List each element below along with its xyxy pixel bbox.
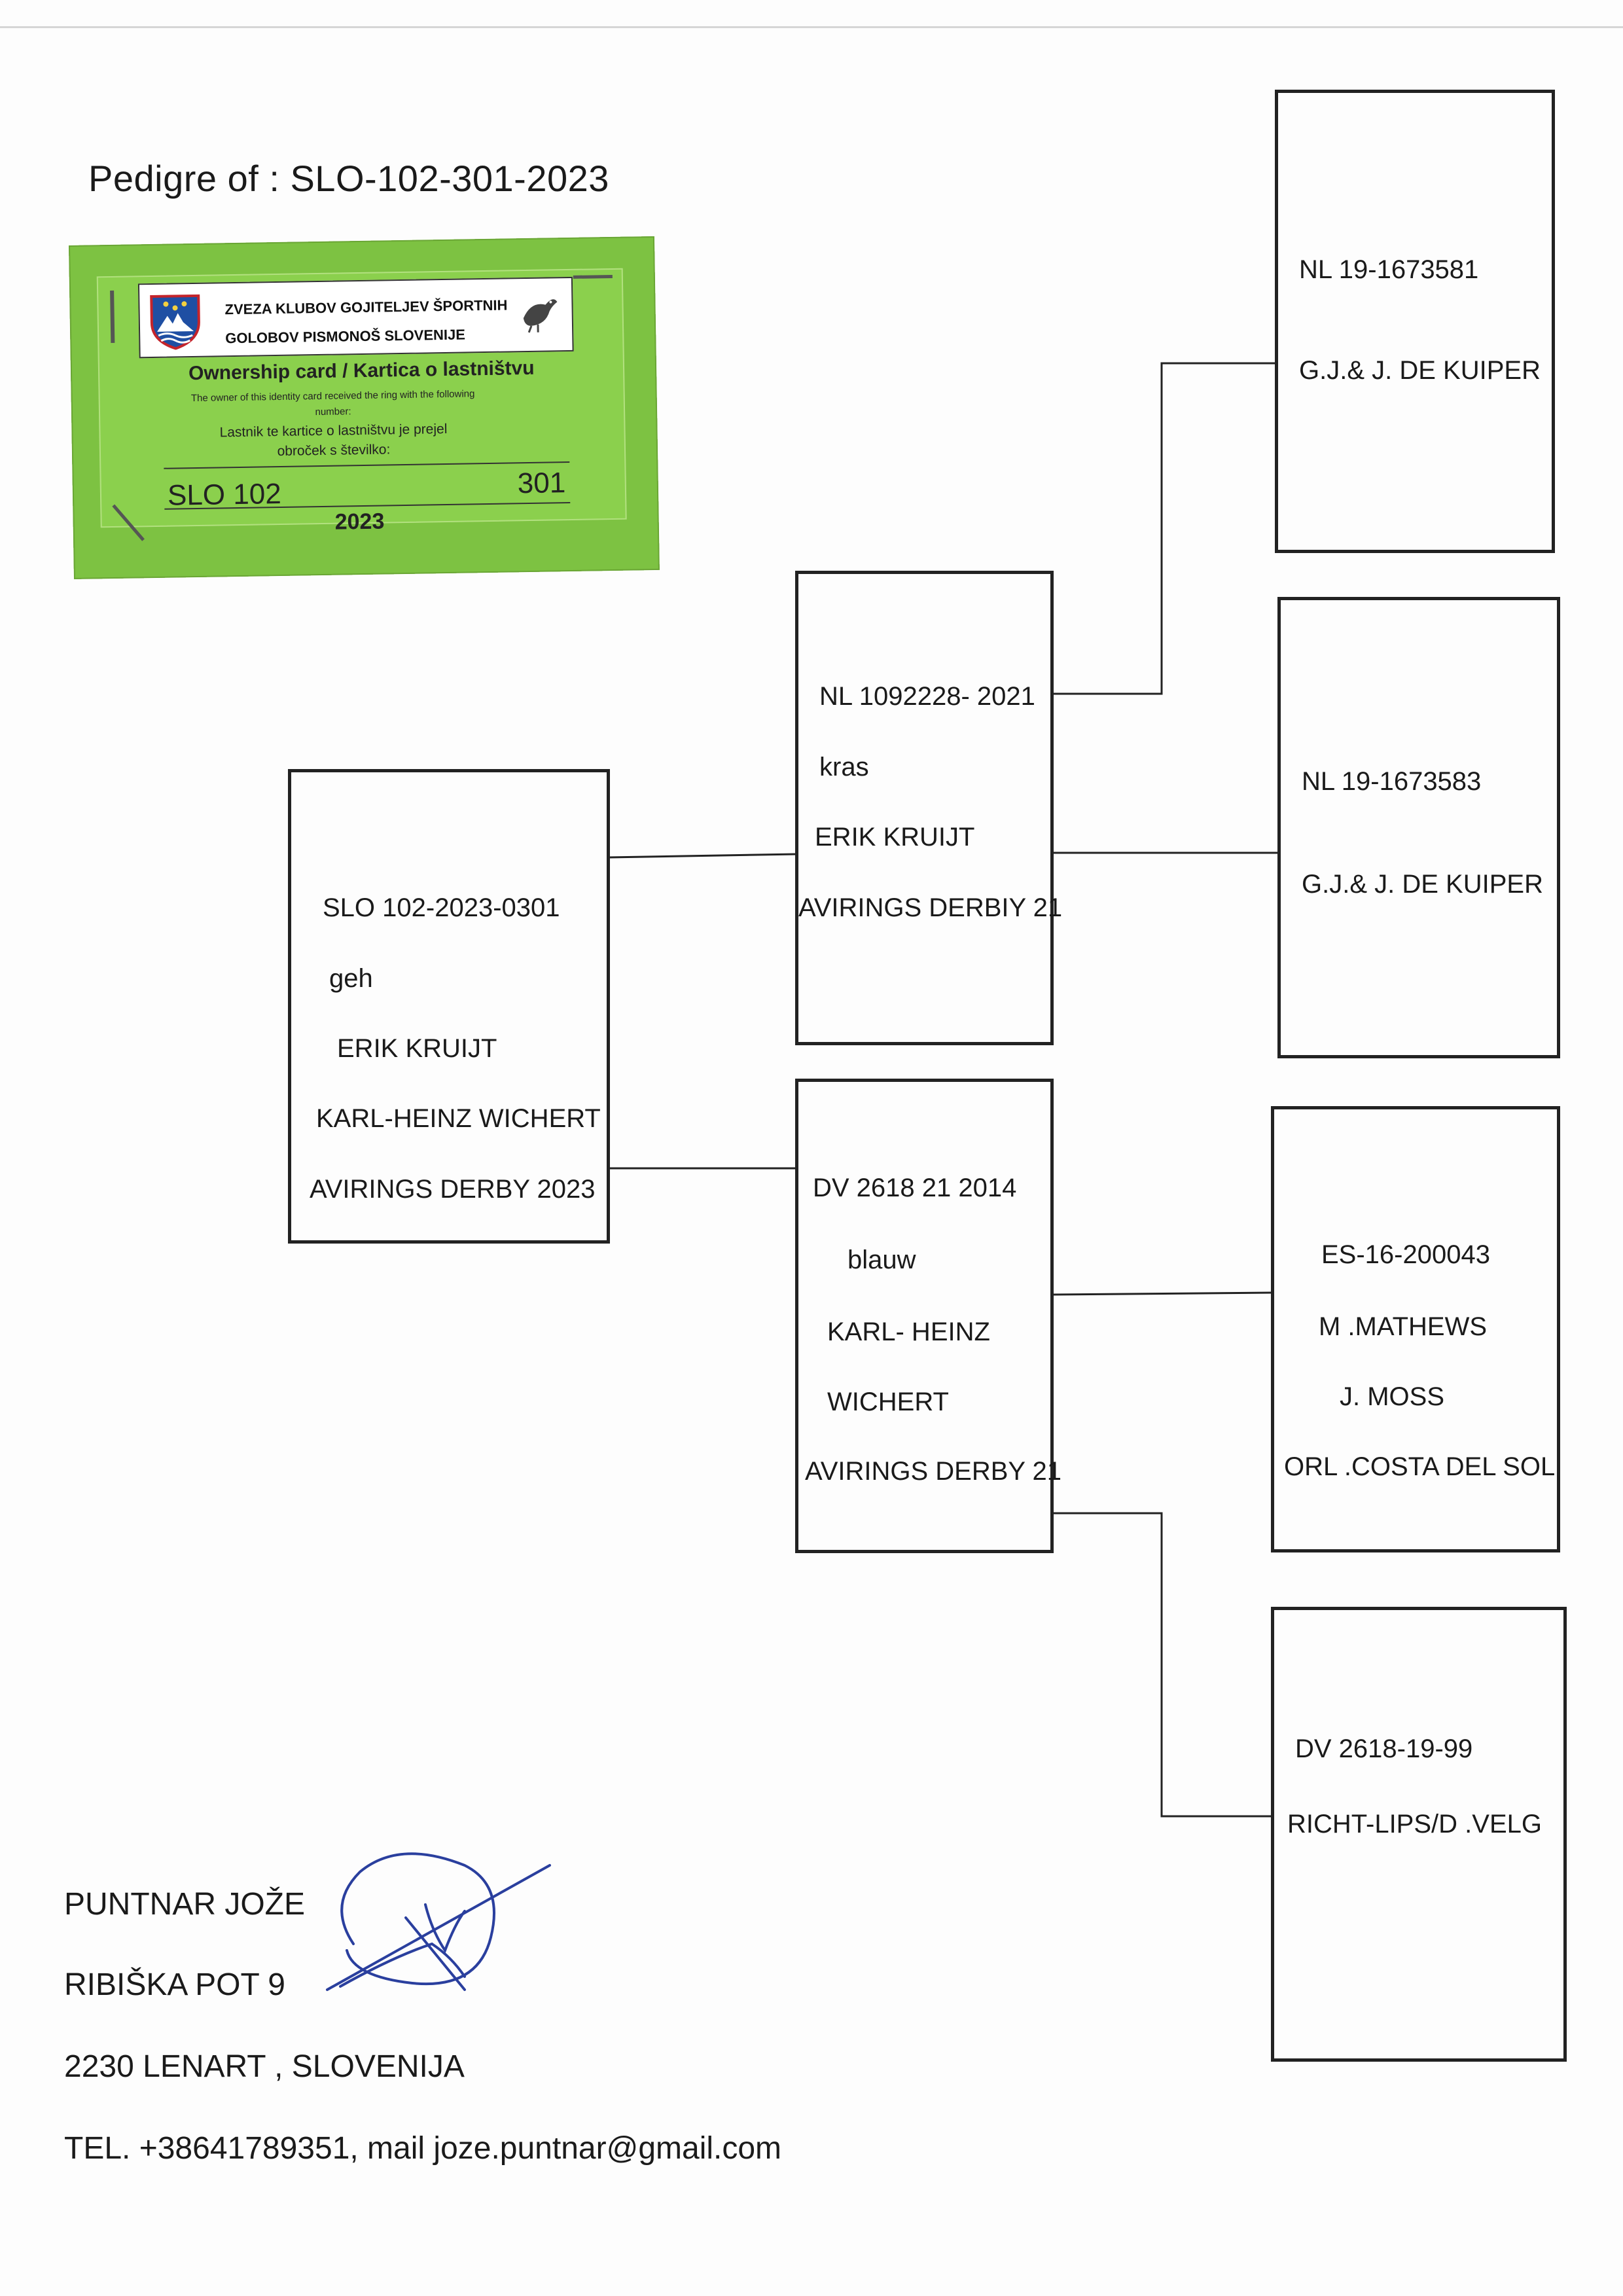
handwritten-signature	[326, 1852, 551, 1991]
dam-ring: DV 2618 21 2014	[813, 1174, 1017, 1202]
dam-color: blauw	[847, 1246, 916, 1274]
sire-race: AVIRINGS DERBIY 21	[798, 893, 1063, 922]
pedigree-box-subject: SLO 102-2023-0301 geh ERIK KRUIJT KARL-H…	[288, 769, 610, 1244]
sire-dam-ring: NL 19-1673583	[1302, 767, 1482, 796]
subject-color: geh	[329, 964, 373, 993]
dam-sire-ring: ES-16-200043	[1321, 1240, 1490, 1269]
owner-street: RIBIŠKA POT 9	[64, 1967, 285, 2002]
subject-owner: KARL-HEINZ WICHERT	[316, 1104, 601, 1133]
subject-ring: SLO 102-2023-0301	[323, 893, 560, 922]
connector-dam-damdam	[1052, 1512, 1273, 1818]
scan-edge-line	[0, 26, 1623, 28]
pedigree-box-dam-sire: ES-16-200043 M .MATHEWS J. MOSS ORL .COS…	[1271, 1106, 1560, 1552]
dam-sire-breeder-line1: M .MATHEWS	[1319, 1312, 1488, 1341]
pedigree-box-dam-dam: DV 2618-19-99 RICHT-LIPS/D .VELG	[1271, 1607, 1567, 2062]
ownership-card: ZVEZA KLUBOV GOJITELJEV ŠPORTNIH GOLOBOV…	[69, 236, 660, 579]
dam-sire-race: ORL .COSTA DEL SOL	[1284, 1452, 1556, 1481]
sire-ring: NL 1092228- 2021	[819, 682, 1035, 711]
dam-breeder-line1: KARL- HEINZ	[827, 1318, 990, 1346]
subject-breeder: ERIK KRUIJT	[337, 1034, 497, 1063]
slovenia-coat-of-arms-icon	[150, 294, 200, 350]
owner-name: PUNTNAR JOŽE	[64, 1887, 306, 1922]
sire-sire-breeder: G.J.& J. DE KUIPER	[1299, 356, 1541, 385]
owner-city: 2230 LENART , SLOVENIJA	[64, 2049, 465, 2084]
connector-subject-sire	[608, 853, 798, 859]
connector-dam-damsire	[1052, 1291, 1274, 1296]
pedigree-title: Pedigre of : SLO-102-301-2023	[88, 158, 609, 199]
dam-race: AVIRINGS DERBY 21	[805, 1457, 1061, 1486]
dam-dam-breeder: RICHT-LIPS/D .VELG	[1287, 1810, 1542, 1839]
subject-race: AVIRINGS DERBY 2023	[310, 1175, 596, 1204]
owner-contact: TEL. +38641789351, mail joze.puntnar@gma…	[64, 2131, 782, 2166]
pigeon-emblem-icon	[523, 299, 558, 333]
sire-sire-ring: NL 19-1673581	[1299, 255, 1479, 284]
card-header: ZVEZA KLUBOV GOJITELJEV ŠPORTNIH GOLOBOV…	[137, 276, 574, 359]
pedigree-box-dam: DV 2618 21 2014 blauw KARL- HEINZ WICHER…	[795, 1079, 1061, 1553]
pedigree-box-sire: NL 1092228- 2021 kras ERIK KRUIJT AVIRIN…	[795, 571, 1062, 1045]
pedigree-box-sire-dam: NL 19-1673583 G.J.& J. DE KUIPER	[1277, 597, 1560, 1058]
pedigree-box-sire-sire: NL 19-1673581 G.J.& J. DE KUIPER	[1275, 90, 1555, 553]
dam-sire-breeder-line2: J. MOSS	[1340, 1382, 1445, 1411]
dam-breeder-line2: WICHERT	[827, 1388, 949, 1416]
dam-dam-ring: DV 2618-19-99	[1295, 1734, 1473, 1763]
sire-breeder: ERIK KRUIJT	[815, 823, 975, 852]
sire-dam-breeder: G.J.& J. DE KUIPER	[1302, 870, 1543, 899]
sire-color: kras	[819, 753, 869, 781]
connector-sire-siresire	[1052, 362, 1276, 695]
